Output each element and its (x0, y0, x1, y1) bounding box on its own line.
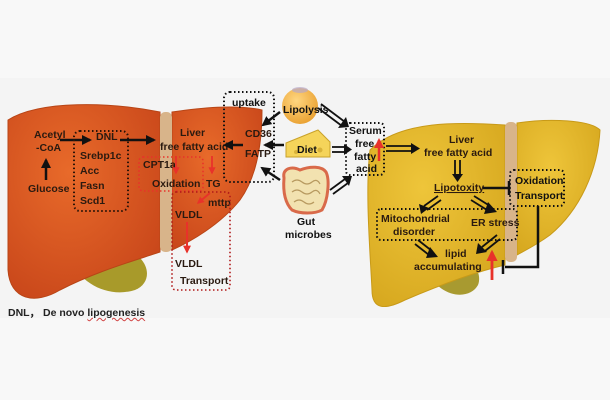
left-liver (7, 104, 263, 299)
lipolysis-to-uptake-arrow (261, 111, 281, 127)
gut-label-1: Gut (297, 216, 316, 228)
glucose-label: Glucose (28, 183, 70, 195)
oxidation-inhibits-lipid-line (505, 206, 540, 269)
left-liver-ffa-1: Liver (180, 127, 205, 139)
tg-label: TG (206, 178, 221, 190)
transport-label: Transport (180, 275, 229, 287)
lipid-label-2: accumulating (414, 261, 482, 273)
left-liver-lobe-left (171, 106, 263, 251)
vldl-transport-box (171, 191, 231, 291)
left-liver-lobe-right (7, 104, 161, 299)
gut-label-2: microbes (285, 229, 332, 241)
mito-label-2: disorder (393, 226, 435, 238)
ffa-to-lipotoxicity-arrow (452, 160, 463, 182)
oxidation-box (138, 156, 204, 192)
acetyl-coa-label-2: -CoA (36, 142, 61, 154)
serum-label-3: fatty (354, 151, 376, 163)
diet-to-serum-arrow (332, 144, 352, 155)
lipolysis-icon (282, 87, 318, 124)
right-transport-label: Transport (515, 190, 564, 202)
caption-full-a: De novo (43, 307, 88, 319)
caption-full-b: lipogenesis (87, 307, 146, 319)
acetyl-coa-label-1: Acetyl (34, 129, 66, 141)
serum-ffa-box (345, 122, 385, 176)
cd36-label: CD36 (245, 128, 272, 140)
right-liver-lobe-left (516, 119, 601, 256)
serum-label-4: acid (356, 163, 377, 175)
fatp-label: FATP (245, 148, 271, 160)
dnl-gene-srebp1c: Srebp1c (80, 150, 122, 162)
dnl-gene-scd1: Scd1 (80, 195, 105, 207)
vldl-label-1: VLDL (175, 209, 203, 221)
lipolysis-label: Lipolysis (283, 104, 329, 116)
gut-to-serum-arrow (329, 176, 352, 195)
mttp-label: mttp (208, 197, 231, 209)
dnl-box (73, 130, 129, 212)
mito-to-lipid-arrow (414, 239, 438, 258)
diet-label: Diet (297, 144, 317, 156)
right-oxidation-label: Oxidation (515, 175, 563, 187)
vldl-label-2: VLDL (175, 258, 203, 270)
serum-label-2: free (355, 138, 374, 150)
dnl-gene-acc: Acc (80, 165, 99, 177)
gut-to-uptake-arrow (260, 166, 281, 182)
dnl-gene-fasn: Fasn (80, 180, 105, 192)
figure-caption: DNL， De novo lipogenesis (8, 305, 145, 320)
lipotoxicity-label: Lipotoxity (434, 182, 484, 194)
lipid-label-1: lipid (445, 248, 467, 260)
cpt1a-label: CPT1a (143, 159, 176, 171)
gut-icon (282, 165, 330, 215)
uptake-title: uptake (232, 97, 266, 109)
right-liver-lobe-main (367, 122, 506, 308)
left-liver-ffa-2: free fatty acid (160, 141, 228, 153)
er-stress-label: ER stress (471, 217, 520, 229)
left-ligament (160, 112, 172, 252)
er-to-lipid-arrow (476, 234, 501, 254)
serum-to-liver-arrow (386, 143, 420, 154)
oxidation-label: Oxidation (152, 178, 200, 190)
right-liver-ffa-1: Liver (449, 134, 474, 146)
stress-box (376, 208, 518, 241)
uptake-box (223, 91, 275, 183)
tg-to-vldl-arrow (196, 192, 211, 204)
mito-label-1: Mitochondrial (381, 213, 450, 225)
right-liver-ffa-2: free fatty acid (424, 147, 492, 159)
caption-abbr: DNL， (8, 307, 41, 319)
serum-label-1: Serum (349, 125, 382, 137)
cheese-icon (285, 129, 331, 158)
dnl-title: DNL (96, 131, 118, 143)
